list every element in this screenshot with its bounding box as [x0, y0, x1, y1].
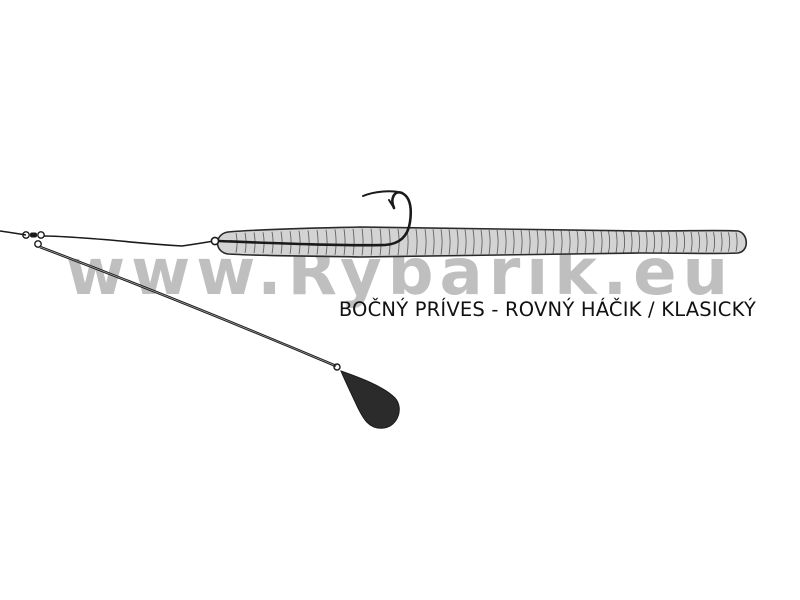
worm-segment-ring: [448, 229, 451, 255]
worm-segment-ring: [735, 232, 738, 252]
swivel-icon: [22, 231, 45, 248]
worm-segment-ring: [298, 230, 301, 255]
main-line: [0, 230, 27, 236]
worm-segment-ring: [472, 229, 475, 255]
worm-segment-ring: [370, 228, 373, 256]
worm-segment-ring: [592, 230, 595, 254]
worm-segment-ring: [698, 231, 700, 253]
worm-segment-ring: [307, 230, 310, 255]
worm-segment-ring: [720, 232, 723, 252]
worm-segment-ring: [608, 231, 610, 253]
hook-leader-line: [43, 235, 215, 247]
worm-segment-ring: [600, 230, 603, 254]
worm-segment-ring: [528, 230, 531, 254]
hook-icon: [217, 190, 413, 247]
line-eye: [210, 236, 220, 246]
worm-segment-ring: [316, 230, 319, 255]
worm-segment-ring: [705, 232, 708, 252]
worm-segment-ring: [432, 229, 435, 255]
worm-segment-ring: [464, 229, 467, 255]
worm-segment-ring: [653, 231, 655, 253]
worm-segment-ring: [488, 229, 491, 255]
worm-segment-ring: [713, 232, 715, 252]
worm-segment-ring: [334, 229, 337, 255]
worm-segment-ring: [544, 230, 547, 254]
worm-segment-ring: [536, 230, 539, 254]
worm-segment-ring: [623, 231, 625, 253]
worm-segment-ring: [456, 229, 459, 255]
worm-segment-ring: [645, 231, 648, 253]
worm-segment-ring: [552, 230, 555, 254]
worm-segment-ring: [343, 229, 346, 256]
worm-segment-ring: [361, 228, 364, 256]
worm-segment-ring: [668, 231, 670, 253]
worm-segment-ring: [496, 229, 499, 255]
worm-segment-ring: [379, 228, 382, 256]
worm-segment-ring: [576, 230, 579, 254]
worm-segment-ring: [480, 229, 483, 255]
worm-segment-ring: [728, 232, 730, 252]
worm-segment-ring: [615, 231, 618, 253]
worm-segment-ring: [584, 230, 587, 254]
worm-segment-ring: [690, 231, 693, 253]
worm-segment-ring: [352, 228, 355, 256]
worm-segment-ring: [638, 231, 640, 253]
worm-segment-ring: [630, 231, 633, 253]
worm-segment-ring: [325, 229, 328, 255]
worm-segment-ring: [568, 230, 571, 254]
worm-segment-ring: [504, 229, 507, 255]
worm-segment-ring: [388, 228, 391, 256]
worm-segment-ring: [675, 231, 678, 253]
sinker-ring: [333, 363, 341, 371]
worm-segment-ring: [440, 229, 443, 255]
worm-segment-ring: [560, 230, 563, 254]
worm-segment-ring: [415, 229, 418, 255]
worm-segment-ring: [424, 229, 427, 255]
sinker-icon: [340, 370, 400, 429]
worm-segment-ring: [660, 231, 663, 253]
rig-caption: BOČNÝ PRÍVES - ROVNÝ HÁČIK / KLASICKÝ: [338, 298, 756, 321]
worm-segment-ring: [683, 231, 685, 253]
worm-segment-ring: [520, 230, 523, 254]
worm-segment-ring: [512, 230, 515, 254]
